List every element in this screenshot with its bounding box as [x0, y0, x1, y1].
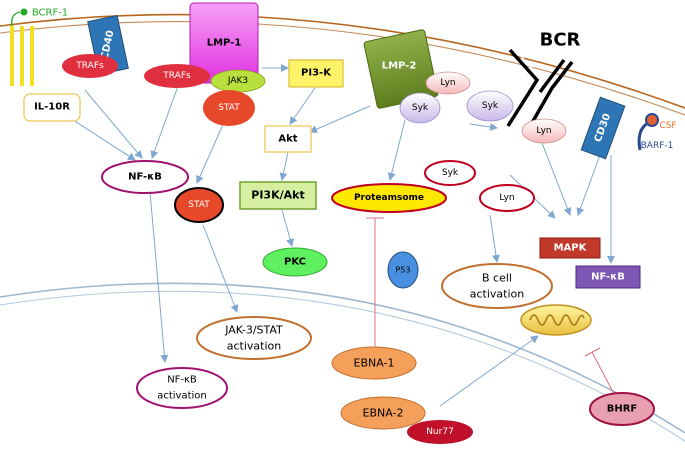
nfkb-node-top: NF-κB — [101, 160, 189, 194]
svg-text:MAPK: MAPK — [554, 243, 588, 254]
lyn-node-2: Lyn — [521, 118, 567, 144]
svg-text:EBNA-2: EBNA-2 — [363, 407, 404, 420]
nfkb-activation-node: NF-κB activation — [136, 367, 228, 409]
barf1-csf: CSF BARF-1 — [637, 113, 677, 151]
svg-text:Syk: Syk — [412, 103, 429, 113]
cd30-receptor: CD30 — [580, 96, 626, 160]
jak3-node: JAK3 — [210, 69, 266, 93]
svg-text:Syk: Syk — [482, 101, 499, 111]
svg-text:Nur77: Nur77 — [426, 427, 454, 437]
stat-node-mid: STAT — [174, 187, 224, 223]
proteasome-node: Proteamsome — [331, 183, 447, 213]
bcell-activation-node: B cell activation — [441, 263, 553, 309]
svg-text:B cell: B cell — [482, 272, 512, 285]
il10r-box: IL-10R — [23, 93, 81, 122]
traf-node-2: TRAFs — [144, 64, 210, 88]
svg-text:JAK-3/STAT: JAK-3/STAT — [224, 324, 283, 337]
pi3k-box: PI3-K — [288, 59, 344, 88]
cd40-receptor: CD40 — [87, 14, 129, 76]
lmp2-protein: LMP-2 — [363, 29, 439, 109]
barf1-label: BARF-1 — [641, 141, 674, 151]
svg-text:activation: activation — [157, 391, 207, 402]
traf-node-1: TRAFs — [62, 54, 118, 78]
svg-text:IL-10R: IL-10R — [34, 102, 70, 113]
svg-text:JAK3: JAK3 — [227, 76, 248, 86]
bcr-label: BCR — [540, 30, 581, 51]
svg-text:Akt: Akt — [278, 134, 297, 145]
svg-text:TRAFs: TRAFs — [75, 61, 104, 71]
nfkb-box-right: NF-κB — [575, 265, 641, 289]
bcrf1-receptor: BCRF-1 — [10, 8, 68, 86]
inhibition-lines — [366, 217, 615, 395]
lyn-node-1: Lyn — [425, 71, 471, 95]
svg-text:PI3-K: PI3-K — [301, 68, 332, 79]
lmp1-label: LMP-1 — [207, 38, 242, 49]
svg-text:NF-κB: NF-κB — [167, 375, 197, 386]
svg-text:Lyn: Lyn — [440, 78, 455, 88]
svg-text:Lyn: Lyn — [536, 126, 551, 136]
svg-text:activation: activation — [470, 288, 525, 301]
bcr-receptor: BCR — [506, 30, 581, 136]
jakstat-activation-node: JAK-3/STAT activation — [196, 316, 312, 360]
syk-node-2: Syk — [466, 90, 514, 122]
bhrf-node: BHRF — [589, 392, 655, 426]
csf-label: CSF — [659, 121, 676, 131]
stat-node-top: STAT — [203, 90, 255, 126]
lyn-node-3: Lyn — [479, 184, 535, 212]
nuclear-membrane — [0, 282, 685, 442]
svg-text:NF-κB: NF-κB — [128, 172, 162, 183]
lmp1-protein: LMP-1 — [189, 2, 259, 84]
akt-box: Akt — [264, 125, 312, 153]
syk-node-1: Syk — [399, 92, 441, 124]
svg-text:P53: P53 — [395, 266, 410, 275]
syk-node-3: Syk — [424, 160, 476, 186]
pi3kakt-box: PI3K/Akt — [239, 181, 317, 210]
svg-text:NF-κB: NF-κB — [591, 272, 625, 283]
svg-text:activation: activation — [227, 340, 282, 353]
ebna2-node: EBNA-2 — [340, 396, 426, 430]
svg-text:Proteamsome: Proteamsome — [354, 193, 424, 203]
mitochondrion-icon — [520, 304, 592, 336]
svg-text:PKC: PKC — [284, 257, 306, 268]
svg-text:STAT: STAT — [218, 103, 240, 113]
svg-text:BHRF: BHRF — [607, 404, 638, 415]
svg-text:PI3K/Akt: PI3K/Akt — [251, 189, 304, 202]
ebna1-node: EBNA-1 — [331, 346, 417, 380]
svg-text:Lyn: Lyn — [499, 193, 514, 203]
bcrf1-label: BCRF-1 — [32, 8, 68, 19]
nur77-node: Nur77 — [407, 420, 473, 444]
lmp2-label: LMP-2 — [382, 61, 417, 72]
svg-text:EBNA-1: EBNA-1 — [354, 357, 395, 370]
svg-text:Syk: Syk — [442, 168, 459, 178]
mapk-box: MAPK — [539, 237, 601, 259]
pkc-node: PKC — [262, 247, 328, 277]
svg-text:STAT: STAT — [188, 200, 210, 210]
svg-text:TRAFs: TRAFs — [162, 71, 191, 81]
p53-node: P53 — [387, 251, 419, 289]
